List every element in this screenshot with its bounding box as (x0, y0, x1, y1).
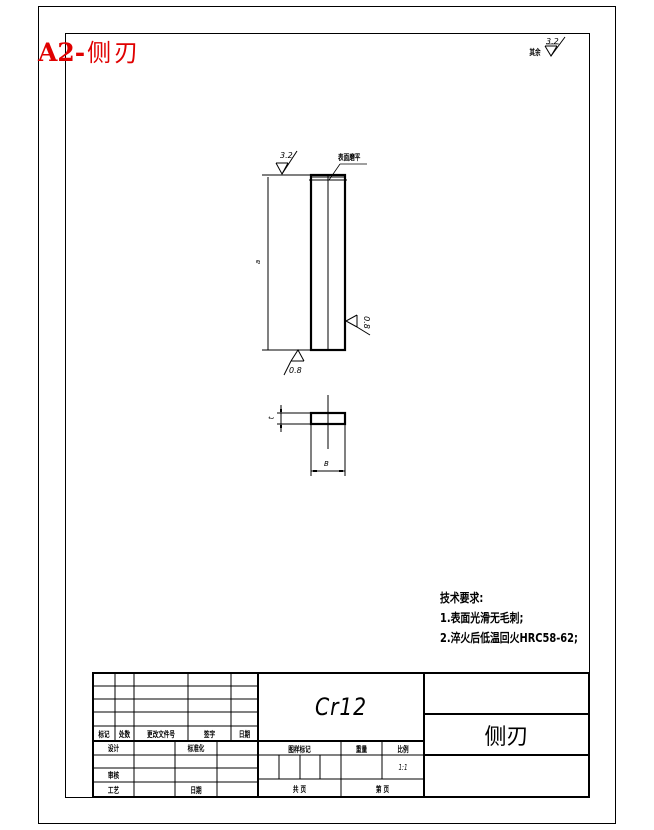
part-name: 侧刃 (484, 724, 529, 750)
sheet-title-code: A2- (38, 38, 86, 67)
process-label: 工艺 (107, 786, 120, 795)
side-roughness-value: 0.8 (361, 316, 371, 329)
sheet-title-name: 侧刃 (87, 39, 142, 67)
weight-label: 重量 (355, 745, 368, 754)
tech-req-item-1: 1.表面光滑无毛刺; (440, 611, 524, 625)
scale-value: 1:1 (398, 763, 408, 772)
general-roughness-value: 3.2 (546, 37, 559, 46)
top-view (277, 395, 347, 476)
title-block-grid (92, 672, 590, 798)
thickness-dimension: t (267, 416, 276, 420)
designer-label: 设计 (107, 744, 120, 753)
rev-header-doc-no: 更改文件号 (147, 730, 175, 739)
top-surface-note: 表面磨平 (338, 153, 361, 162)
side-roughness-symbol (344, 314, 371, 336)
rev-header-sign: 签字 (203, 730, 216, 739)
tech-req-heading: 技术要求: (440, 591, 484, 605)
total-sheets-label: 共 页 (292, 785, 307, 794)
date-label: 日期 (190, 786, 202, 795)
general-roughness-symbol (544, 36, 566, 57)
material-value: Cr12 (314, 693, 367, 721)
reviewer-label: 审核 (107, 771, 120, 780)
top-roughness-value: 3.2 (280, 151, 293, 160)
tech-req-item-2: 2.淬火后低温回火HRC58-62; (440, 631, 578, 645)
general-roughness-prefix: 其余 (529, 48, 541, 57)
top-roughness-symbol (275, 150, 298, 176)
standardization-label: 标准化 (187, 744, 205, 753)
sheet-title: A2-侧刃 (38, 38, 141, 68)
width-dimension: B (324, 460, 329, 468)
rev-header-mark: 标记 (98, 730, 110, 739)
scale-label: 比例 (397, 745, 409, 754)
outer-border (38, 6, 616, 824)
rev-header-date: 日期 (238, 730, 251, 739)
technical-requirements: 技术要求: 1.表面光滑无毛刺; 2.淬火后低温回火HRC58-62; (440, 588, 578, 648)
sheet-number-label: 第 页 (375, 785, 390, 794)
stage-mark-label: 图样标记 (288, 745, 311, 754)
length-dimension: a (254, 259, 263, 265)
front-view (262, 163, 367, 352)
bottom-roughness-value: 0.8 (289, 366, 302, 375)
rev-header-count: 处数 (118, 730, 131, 739)
bottom-roughness-symbol (283, 349, 305, 376)
